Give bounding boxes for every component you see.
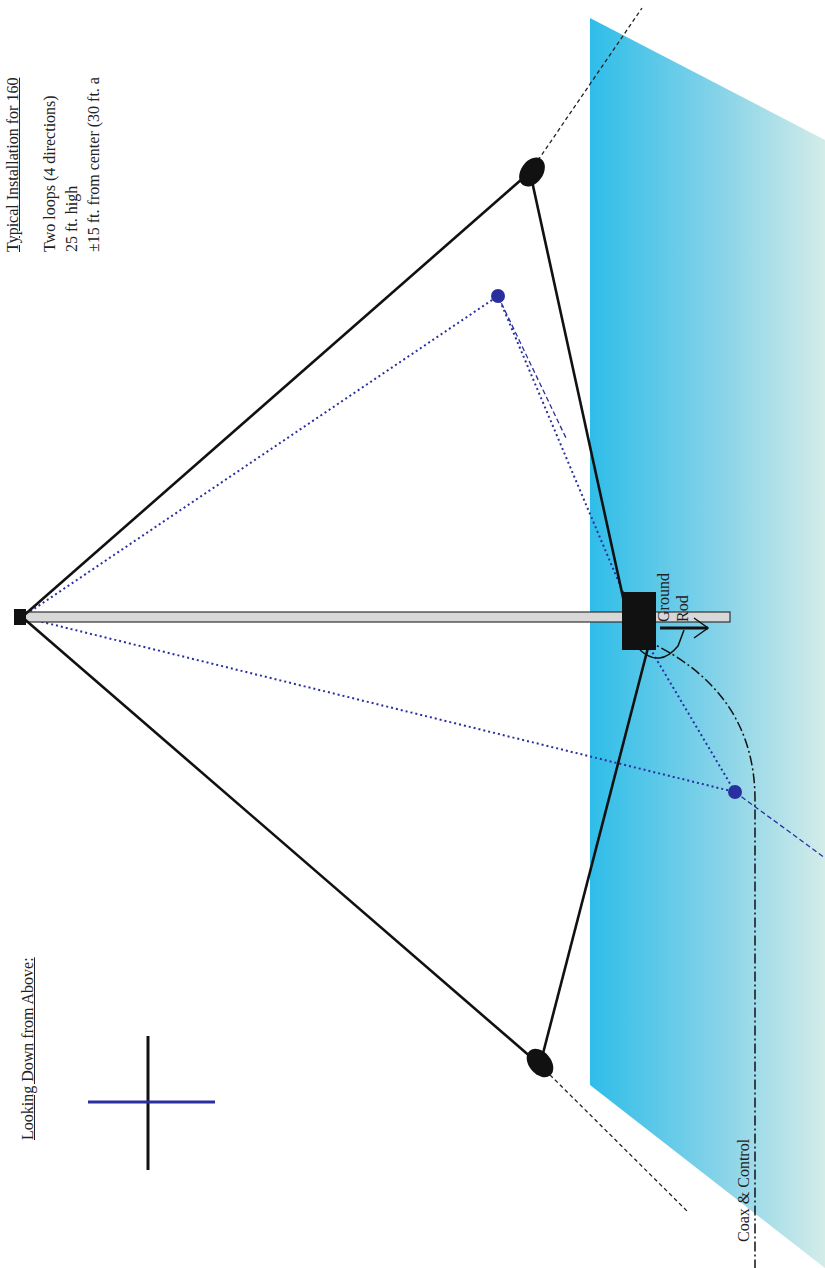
insulator	[514, 153, 550, 192]
ground-plane	[590, 18, 825, 1268]
installation-note: 25 ft. high	[62, 186, 81, 252]
installation-note: Two loops (4 directions)	[40, 95, 59, 252]
ground-wire	[640, 630, 684, 658]
insulator	[521, 1044, 558, 1083]
guy-line	[498, 296, 825, 858]
first-loop	[22, 172, 650, 1065]
switch-box	[622, 592, 656, 650]
view-heading: Looking Down from Above:	[18, 957, 37, 1140]
part-label: Ground Rod	[654, 562, 692, 622]
ground-rod	[660, 627, 708, 630]
ground-rod-tip	[694, 618, 708, 638]
coax-control-cable	[645, 640, 755, 1268]
second-loop	[22, 296, 735, 792]
mast-top	[14, 609, 26, 625]
guy-line	[530, 8, 642, 172]
guy-line	[540, 1065, 688, 1212]
cable-label: Coax & Control	[734, 1139, 753, 1242]
view-symbol	[88, 1101, 215, 1104]
installation-note: ±15 ft. from center (30 ft. a	[84, 77, 103, 252]
insulator	[491, 289, 505, 303]
installation-title: Typical Installation for 160	[3, 78, 22, 252]
insulator	[728, 785, 742, 799]
